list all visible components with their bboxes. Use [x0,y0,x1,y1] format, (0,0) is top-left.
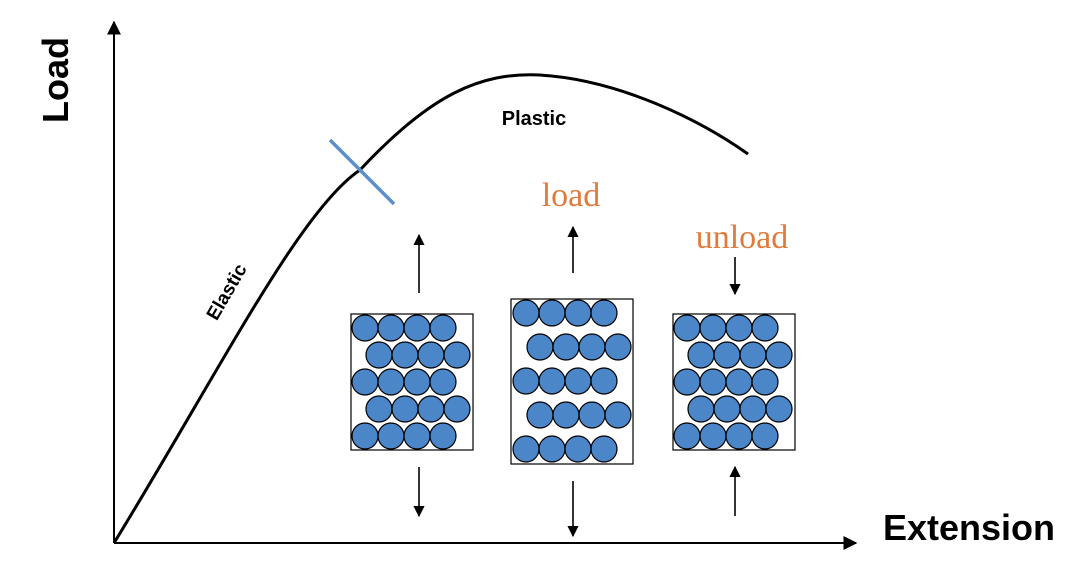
atom [578,401,606,429]
y-axis-title: Load [35,37,76,123]
atom [351,422,379,450]
atom [391,395,419,423]
atom [699,368,727,396]
atom [417,395,445,423]
atom [403,314,431,342]
atom [564,299,592,327]
atom [590,299,618,327]
atom [739,395,767,423]
atom [564,367,592,395]
load-label: load [542,177,601,214]
atom [725,368,753,396]
plastic-label: Plastic [502,108,566,130]
atom [429,422,457,450]
atom [687,395,715,423]
atom [673,314,701,342]
initial-lattice [350,233,474,518]
atom [443,395,471,423]
atom [552,333,580,361]
atom [526,333,554,361]
atom [687,341,715,369]
atom [417,341,445,369]
atom [765,395,793,423]
atom [673,422,701,450]
atom [578,333,606,361]
atom [512,299,540,327]
load-extension-curve [112,73,749,544]
atom [725,314,753,342]
elastic-label: Elastic [203,260,252,324]
atom [526,401,554,429]
atom [751,314,779,342]
atom [604,333,632,361]
atom [713,395,741,423]
atom [403,368,431,396]
atom [725,422,753,450]
atom [443,341,471,369]
atom [751,422,779,450]
atom [429,368,457,396]
atom [377,314,405,342]
loaded-lattice: load [510,177,634,538]
atom [590,435,618,463]
atom-grid [351,314,471,450]
atom [590,367,618,395]
atom [739,341,767,369]
atom [765,341,793,369]
atom [377,422,405,450]
atom [699,314,727,342]
atom [552,401,580,429]
x-axis-title: Extension [883,507,1055,548]
atom [699,422,727,450]
atom-grid [512,299,632,463]
atom [751,368,779,396]
unloaded-lattice: unload [672,219,796,516]
atom [713,341,741,369]
atom [604,401,632,429]
atom [564,435,592,463]
atom [538,435,566,463]
atom [673,368,701,396]
atom [391,341,419,369]
atom [538,367,566,395]
yield-point-marker [328,138,396,206]
atom [429,314,457,342]
atom [351,314,379,342]
atom [351,368,379,396]
atom [512,367,540,395]
atom [365,341,393,369]
atom [403,422,431,450]
unload-label: unload [696,219,789,256]
atom-grid [673,314,793,450]
atom [512,435,540,463]
atom [538,299,566,327]
atom [377,368,405,396]
atom [365,395,393,423]
